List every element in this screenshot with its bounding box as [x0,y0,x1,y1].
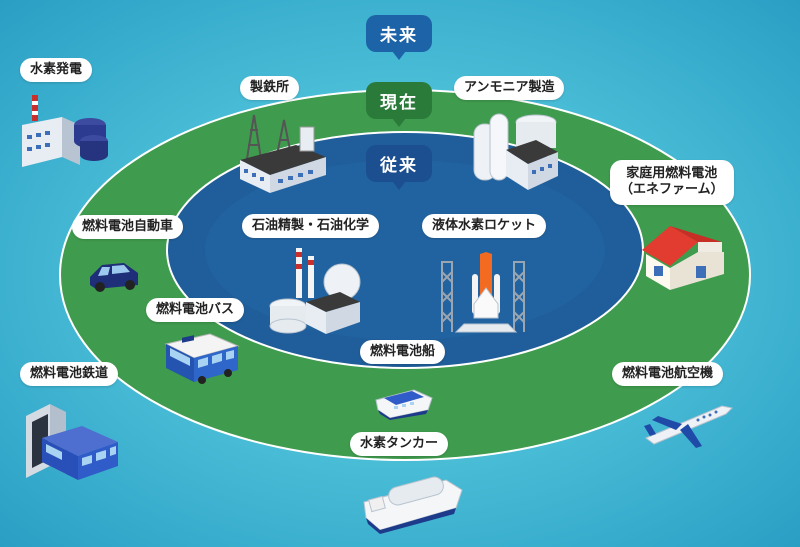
aircraft-icon [644,405,734,448]
fuel-cell-train-icon [26,404,118,480]
label-home-fuel-cell: 家庭用燃料電池 （エネファーム） [610,160,734,205]
era-present-marker: 現在 [366,82,432,127]
era-future-marker: 未来 [366,15,432,60]
label-refinery: 石油精製・石油化学 [242,214,380,239]
label-fc-rail: 燃料電池鉄道 [20,362,119,387]
label-hydrogen-power: 水素発電 [20,58,93,83]
label-rocket: 液体水素ロケット [422,214,547,239]
label-h2-tanker: 水素タンカー [350,432,449,457]
steelworks-icon [240,114,326,193]
ammonia-plant-icon [473,113,558,190]
label-fc-aircraft: 燃料電池航空機 [612,362,724,387]
label-steelworks: 製鉄所 [240,76,300,101]
label-fc-car: 燃料電池自動車 [72,215,184,240]
era-past-marker: 従来 [366,145,432,190]
label-fc-bus: 燃料電池バス [146,298,245,323]
label-ammonia: アンモニア製造 [454,76,565,101]
refinery-icon [269,248,361,334]
fuel-cell-bus-icon [164,333,240,384]
fuel-cell-ship-icon [375,389,433,420]
hydrogen-tanker-icon [363,476,463,534]
house-icon [642,226,724,290]
label-fc-ship: 燃料電池船 [360,340,446,365]
fuel-cell-car-icon [90,263,138,292]
hydrogen-power-plant-icon [22,95,108,167]
rocket-icon [441,252,525,333]
